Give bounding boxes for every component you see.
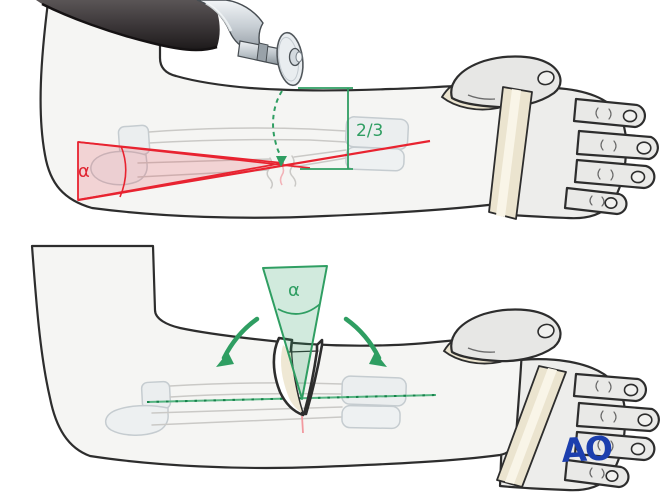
fraction-label: 2/3 — [356, 121, 383, 141]
top-bones — [90, 116, 410, 189]
red-wedge — [77, 141, 284, 201]
green-wedge — [262, 265, 328, 400]
top-knuckle-creases — [589, 107, 617, 207]
saw-shaft-collar — [256, 42, 269, 63]
measurement-two-thirds: 2/3 — [298, 87, 383, 170]
bottom-thumb — [450, 308, 562, 363]
bottom-thumbnail — [537, 323, 555, 339]
cut-right-flap — [302, 338, 324, 416]
osteotomy-cut — [272, 336, 324, 417]
bottom-middle-finger — [575, 401, 660, 433]
top-fracture-pink — [279, 164, 285, 186]
green-angle-arc — [277, 303, 321, 315]
top-fingernails — [604, 109, 652, 210]
top-middle-finger — [575, 129, 659, 161]
bottom-panel: α AO — [30, 244, 660, 492]
bottom-knuckle-creases — [589, 380, 617, 479]
oscillating-saw-icon — [36, 0, 304, 87]
fracture-wavy-right — [289, 155, 297, 187]
curved-arrow-down-right-icon — [343, 316, 387, 367]
green-wedge-annotation: α — [262, 265, 328, 400]
down-dashed-arrow-icon — [272, 90, 287, 167]
top-thumbnail — [537, 70, 555, 86]
bottom-wrist-strap — [496, 365, 567, 488]
red-wedge-top-extension — [77, 141, 311, 169]
top-hand — [498, 86, 659, 220]
red-angle-annotation: α — [77, 139, 431, 202]
bottom-fingernails — [605, 383, 653, 482]
bottom-bones — [105, 375, 407, 436]
top-thumb — [450, 55, 562, 109]
olecranon-hook-bottom — [105, 404, 169, 436]
cut-left-flap-cream — [281, 345, 302, 412]
top-angle-label: α — [78, 161, 90, 182]
bottom-angle-label: α — [288, 280, 300, 301]
red-axis-line — [77, 139, 431, 202]
ao-logo: AO — [560, 428, 613, 470]
saw-hub-nut — [295, 51, 303, 63]
top-wrist-strap — [488, 86, 533, 220]
bottom-fracture-pink — [301, 415, 304, 434]
top-panel: α 2/3 — [36, 0, 659, 220]
saw-body — [36, 0, 220, 50]
curved-arrow-down-left-icon — [216, 316, 260, 367]
